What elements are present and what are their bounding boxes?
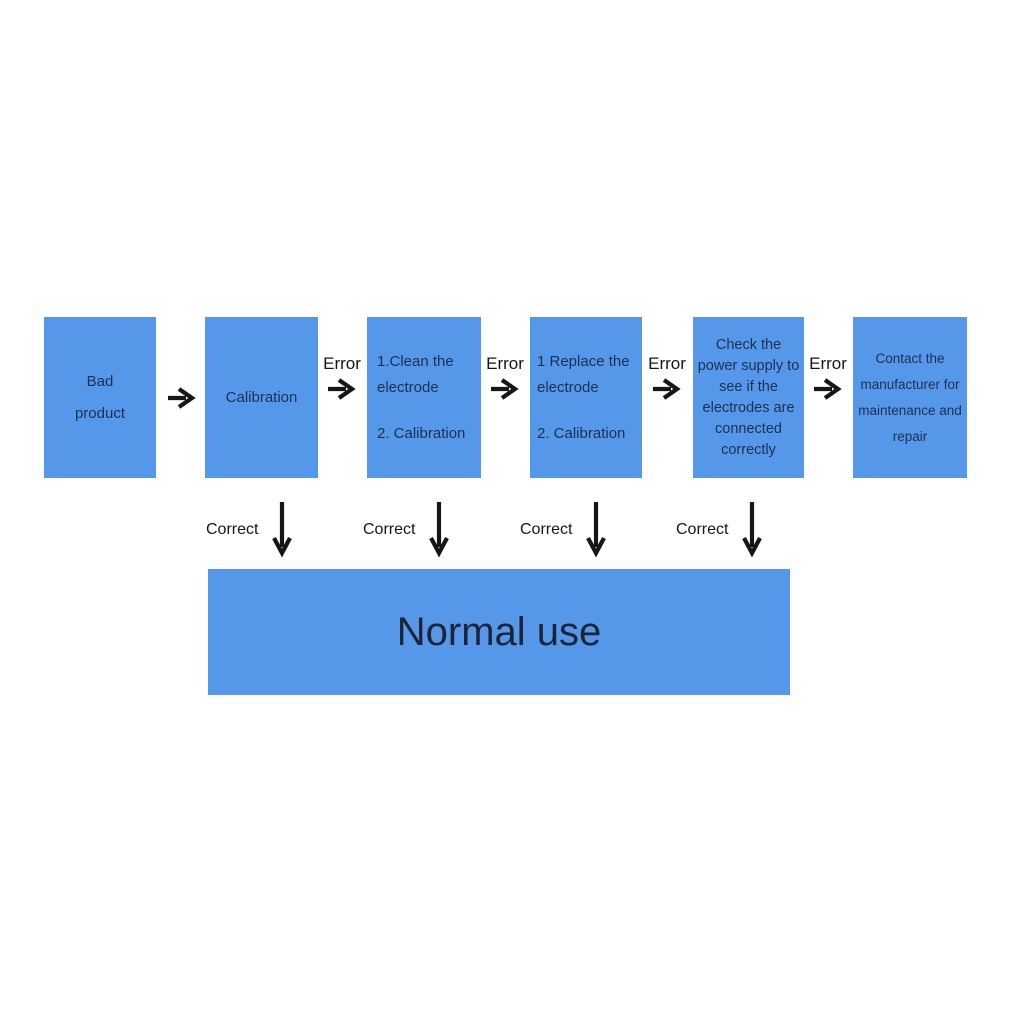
box-text-line: product (74, 404, 126, 422)
flow-box-clean-electrode: 1.Clean the electrode 2. Calibration (367, 317, 481, 478)
error-label: Error (486, 354, 524, 373)
flow-box-check-power-supply: Check the power supply to see if the ele… (693, 317, 804, 478)
box-step: 1.Clean the electrode (377, 352, 454, 396)
arrow-right-icon (491, 378, 519, 400)
flow-box-bad-product: Bad product (44, 317, 156, 478)
arrow-down-icon (742, 502, 763, 558)
flow-box-replace-electrode: 1 Replace the electrode 2. Calibration (530, 317, 642, 478)
error-label: Error (648, 354, 686, 373)
box-step: 1 Replace the electrode (537, 352, 630, 396)
flow-box-normal-use: Normal use (208, 569, 790, 695)
correct-label: Correct (520, 521, 573, 538)
arrow-right-icon (653, 378, 681, 400)
flow-box-calibration: Calibration (205, 317, 318, 478)
connector-clean-correct: Correct (363, 500, 451, 560)
box-step: 2. Calibration (377, 424, 466, 442)
connector-calibration-to-clean: Error (314, 354, 370, 401)
correct-label: Correct (363, 521, 416, 538)
box-text: Contact the manufacturer for maintenance… (858, 350, 962, 444)
connector-replace-correct: Correct (520, 500, 608, 560)
result-text: Normal use (396, 609, 602, 654)
flow-box-contact-manufacturer: Contact the manufacturer for maintenance… (853, 317, 967, 478)
arrow-right-icon (814, 378, 842, 400)
box-text: Check the power supply to see if the ele… (697, 336, 800, 458)
arrow-down-icon (586, 502, 607, 558)
connector-replace-to-check-power: Error (639, 354, 695, 401)
connector-check-power-to-contact: Error (800, 354, 856, 401)
arrow-down-icon (429, 502, 450, 558)
arrow-down-icon (272, 502, 293, 558)
connector-bad-product-to-calibration (160, 386, 204, 410)
connector-check-power-correct: Correct (676, 500, 764, 560)
connector-clean-to-replace: Error (477, 354, 533, 401)
error-label: Error (323, 354, 361, 373)
correct-label: Correct (676, 521, 729, 538)
connector-calibration-correct: Correct (206, 500, 294, 560)
arrow-right-icon (328, 378, 356, 400)
box-step: 2. Calibration (537, 424, 626, 442)
error-label: Error (809, 354, 847, 373)
box-text-line: Bad (86, 372, 114, 390)
correct-label: Correct (206, 521, 259, 538)
box-text-line: Calibration (225, 388, 298, 406)
arrow-right-icon (168, 387, 196, 409)
